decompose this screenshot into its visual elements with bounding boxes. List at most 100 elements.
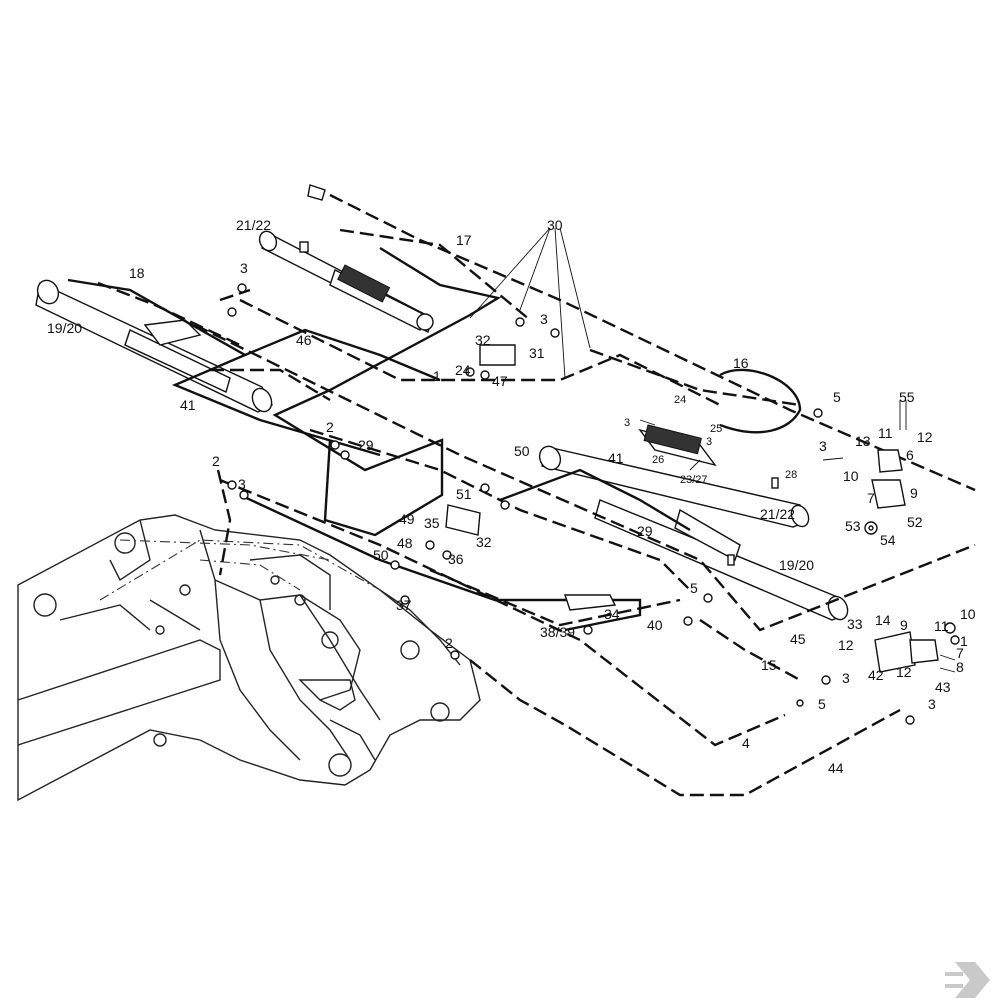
- machine-frame: [17, 514, 481, 802]
- label-19-20: 19/20: [47, 320, 82, 336]
- valve-block-32-upper: [479, 344, 516, 366]
- label-21-22: 21/22: [760, 506, 795, 522]
- block-43: [909, 639, 939, 664]
- label-6: 6: [906, 447, 914, 463]
- label-50: 50: [514, 443, 530, 459]
- label-29: 29: [358, 437, 374, 453]
- hose-2-drop: [216, 469, 232, 576]
- label-54: 54: [880, 532, 896, 548]
- label-48: 48: [397, 535, 413, 551]
- bracket-6: [877, 449, 903, 473]
- label-19-20: 19/20: [779, 557, 814, 573]
- label-2: 2: [212, 453, 220, 469]
- label-16: 16: [733, 355, 749, 371]
- label-41: 41: [180, 397, 196, 413]
- label-5: 5: [818, 696, 826, 712]
- label-18: 18: [129, 265, 145, 281]
- label-3: 3: [540, 311, 548, 327]
- cylinder-21-22-upper: [258, 230, 434, 334]
- label-15: 15: [761, 657, 777, 673]
- label-42: 42: [868, 667, 884, 683]
- cylinder-21-22-right: [538, 424, 810, 528]
- label-3: 3: [819, 438, 827, 454]
- hose-46-path: [272, 246, 502, 537]
- label-35: 35: [424, 515, 440, 531]
- label-3: 3: [928, 696, 936, 712]
- part-labels: 30 17 21/22 18 3 19/20 46 41 3 32 31 24 …: [47, 217, 976, 776]
- label-25: 25: [710, 423, 722, 435]
- label-52: 52: [907, 514, 923, 530]
- label-34: 34: [604, 606, 620, 622]
- label-14: 14: [875, 612, 891, 628]
- label-1: 1: [433, 368, 441, 384]
- label-3: 3: [624, 417, 630, 429]
- label-11: 11: [878, 425, 893, 441]
- label-45: 45: [790, 631, 806, 647]
- bracket-42: [874, 631, 916, 673]
- brand-logo: [945, 962, 990, 998]
- label-38-39: 38/39: [540, 624, 575, 640]
- cylinder-19-20-upper-left: [35, 279, 273, 413]
- valve-block-32-lower: [445, 504, 481, 536]
- hose-40: [239, 493, 642, 632]
- label-9: 9: [910, 485, 918, 501]
- label-47: 47: [492, 373, 508, 389]
- hose-15: [699, 619, 801, 682]
- label-43: 43: [935, 679, 951, 695]
- hose-17b: [339, 228, 531, 321]
- fittings: [227, 184, 960, 725]
- label-31: 31: [529, 345, 545, 361]
- hose-16: [719, 368, 802, 434]
- hose-50: [499, 468, 691, 532]
- hoses: [67, 193, 976, 797]
- label-11: 11: [934, 618, 949, 634]
- label-13: 13: [855, 433, 871, 449]
- label-17: 17: [456, 232, 472, 248]
- label-12: 12: [896, 664, 912, 680]
- cylinder-19-20-right: [594, 499, 849, 621]
- label-46: 46: [296, 332, 312, 348]
- label-1: 1: [960, 633, 968, 649]
- label-26: 26: [652, 454, 664, 466]
- label-10: 10: [843, 468, 859, 484]
- hose-4: [219, 478, 786, 747]
- hose-3: [219, 288, 251, 302]
- label-28: 28: [785, 469, 797, 481]
- label-10: 10: [960, 606, 976, 622]
- hose-41-b: [210, 368, 331, 402]
- label-12: 12: [917, 429, 933, 445]
- label-5: 5: [690, 580, 698, 596]
- label-55: 55: [899, 389, 915, 405]
- leaders: [469, 227, 701, 471]
- hose-5: [589, 348, 801, 407]
- label-30: 30: [547, 217, 563, 233]
- label-21-22: 21/22: [236, 217, 271, 233]
- label-44: 44: [828, 760, 844, 776]
- bracket-7: [871, 479, 906, 509]
- label-49: 49: [399, 511, 415, 527]
- label-24: 24: [455, 362, 471, 378]
- label-50: 50: [373, 547, 389, 563]
- label-23-27: 23/27: [680, 474, 708, 486]
- label-4: 4: [742, 735, 750, 751]
- label-51: 51: [456, 486, 472, 502]
- label-5: 5: [833, 389, 841, 405]
- label-37: 37: [396, 597, 412, 613]
- label-36: 36: [448, 551, 464, 567]
- label-24: 24: [674, 394, 686, 406]
- hose-36: [429, 568, 681, 627]
- label-3: 3: [842, 670, 850, 686]
- label-33: 33: [847, 616, 863, 632]
- fitting-top: [307, 184, 326, 201]
- label-12: 12: [838, 637, 854, 653]
- label-32: 32: [475, 332, 491, 348]
- hose-29: [309, 428, 691, 591]
- label-3: 3: [706, 436, 712, 448]
- label-53: 53: [845, 518, 861, 534]
- hose-45: [194, 323, 976, 632]
- label-7: 7: [956, 645, 964, 661]
- label-3: 3: [238, 476, 246, 492]
- label-7: 7: [867, 490, 875, 506]
